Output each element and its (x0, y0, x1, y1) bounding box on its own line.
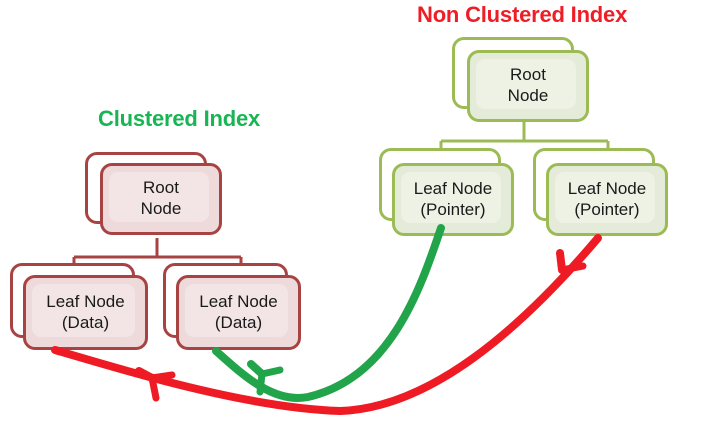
non-clustered-leaf-node-left-label-line2: (Pointer) (420, 199, 486, 219)
clustered-leaf-node-left-label: Leaf Node (Data) (46, 292, 124, 333)
non-clustered-leaf-node-left-front-card: Leaf Node (Pointer) (392, 163, 514, 236)
clustered-leaf-node-right-label-line1: Leaf Node (199, 291, 278, 311)
non-clustered-leaf-node-left[interactable]: Leaf Node (Pointer) (379, 148, 514, 236)
clustered-leaf-node-right[interactable]: Leaf Node (Data) (163, 263, 301, 350)
clustered-connectors (72, 238, 243, 266)
clustered-index-title: Clustered Index (98, 106, 261, 131)
clustered-leaf-node-left-label-line2: (Data) (61, 312, 110, 332)
non-clustered-root-node-front-card: Root Node (467, 50, 589, 122)
non-clustered-leaf-node-left-label-line1: Leaf Node (413, 178, 493, 198)
clustered-leaf-node-right-front-card: Leaf Node (Data) (176, 275, 301, 350)
clustered-leaf-node-left-label-line1: Leaf Node (46, 291, 125, 311)
clustered-root-node-label-line1: Root (143, 178, 179, 198)
clustered-leaf-node-right-label-line2: (Data) (214, 312, 263, 332)
non-clustered-root-node-label: Root Node (508, 65, 549, 106)
non-clustered-root-node-label-line1: Root (510, 65, 546, 85)
clustered-root-node-front-card: Root Node (100, 163, 222, 235)
non-clustered-index-title: Non Clustered Index (417, 2, 628, 27)
non-clustered-leaf-node-right[interactable]: Leaf Node (Pointer) (533, 148, 668, 236)
clustered-leaf-node-left-front-card: Leaf Node (Data) (23, 275, 148, 350)
non-clustered-leaf-node-right-label-line1: Leaf Node (567, 178, 647, 198)
non-clustered-leaf-node-right-front-card: Leaf Node (Pointer) (546, 163, 668, 236)
non-clustered-root-node[interactable]: Root Node (452, 37, 589, 122)
clustered-leaf-node-right-label: Leaf Node (Data) (199, 292, 277, 333)
clustered-root-node-label-line2: Node (140, 199, 182, 218)
non-clustered-root-node-label-line2: Node (507, 86, 549, 105)
non-clustered-leaf-node-left-label: Leaf Node (Pointer) (414, 179, 492, 220)
clustered-root-node-label: Root Node (141, 178, 182, 219)
non-clustered-connectors (439, 122, 610, 150)
clustered-leaf-node-left[interactable]: Leaf Node (Data) (10, 263, 148, 350)
non-clustered-leaf-node-right-label: Leaf Node (Pointer) (568, 179, 646, 220)
non-clustered-leaf-node-right-label-line2: (Pointer) (574, 199, 640, 219)
clustered-root-node[interactable]: Root Node (85, 152, 222, 235)
